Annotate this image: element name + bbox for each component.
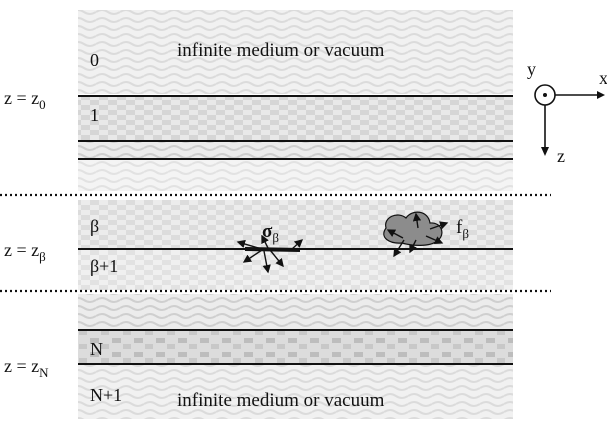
z-axis-label: z [557,146,565,166]
svg-text:z = zN: z = zN [4,356,49,380]
y-axis-dot-icon [543,93,547,97]
stress-source: σβ [236,221,304,274]
layer-2-region [78,141,513,159]
layer-label-n: N [90,339,103,359]
top-medium-label: infinite medium or vacuum [177,40,385,61]
svg-text:z = z0: z = z0 [4,88,46,112]
interface-label-zN: z = zN [4,356,49,380]
layer-label-1: 1 [90,105,99,125]
force-label: fβ [456,217,469,241]
x-axis-arrowhead-icon [597,91,605,99]
layer-n-plus-1-region [78,364,513,419]
layer-1-region [78,96,513,141]
stress-label: σβ [262,221,279,245]
layer-label-0: 0 [90,50,99,70]
stress-crack-segment [244,247,301,252]
x-axis-label: x [599,68,607,88]
layer-label-beta: β [90,216,99,236]
interface-label-z0: z = z0 [4,88,46,112]
layer-beta-plus-1-region [78,249,513,290]
layer-beta-region [78,200,513,249]
svg-text:z = zβ: z = zβ [4,240,46,264]
z-axis-arrowhead-icon [541,147,549,156]
body-force-source: fβ [383,211,469,258]
layer-region-lower-stack [78,294,513,330]
layer-region-upper-stack [78,159,513,191]
layer-0-region [78,10,513,94]
y-axis-label: y [527,59,536,79]
interface-label-zbeta: z = zβ [4,240,46,264]
coordinate-axes: y x z [527,59,607,166]
bottom-medium-label: infinite medium or vacuum [177,390,385,411]
layer-label-beta-plus-1: β+1 [90,256,118,276]
layer-label-n-plus-1: N+1 [90,385,122,405]
layer-n-region [78,330,513,364]
